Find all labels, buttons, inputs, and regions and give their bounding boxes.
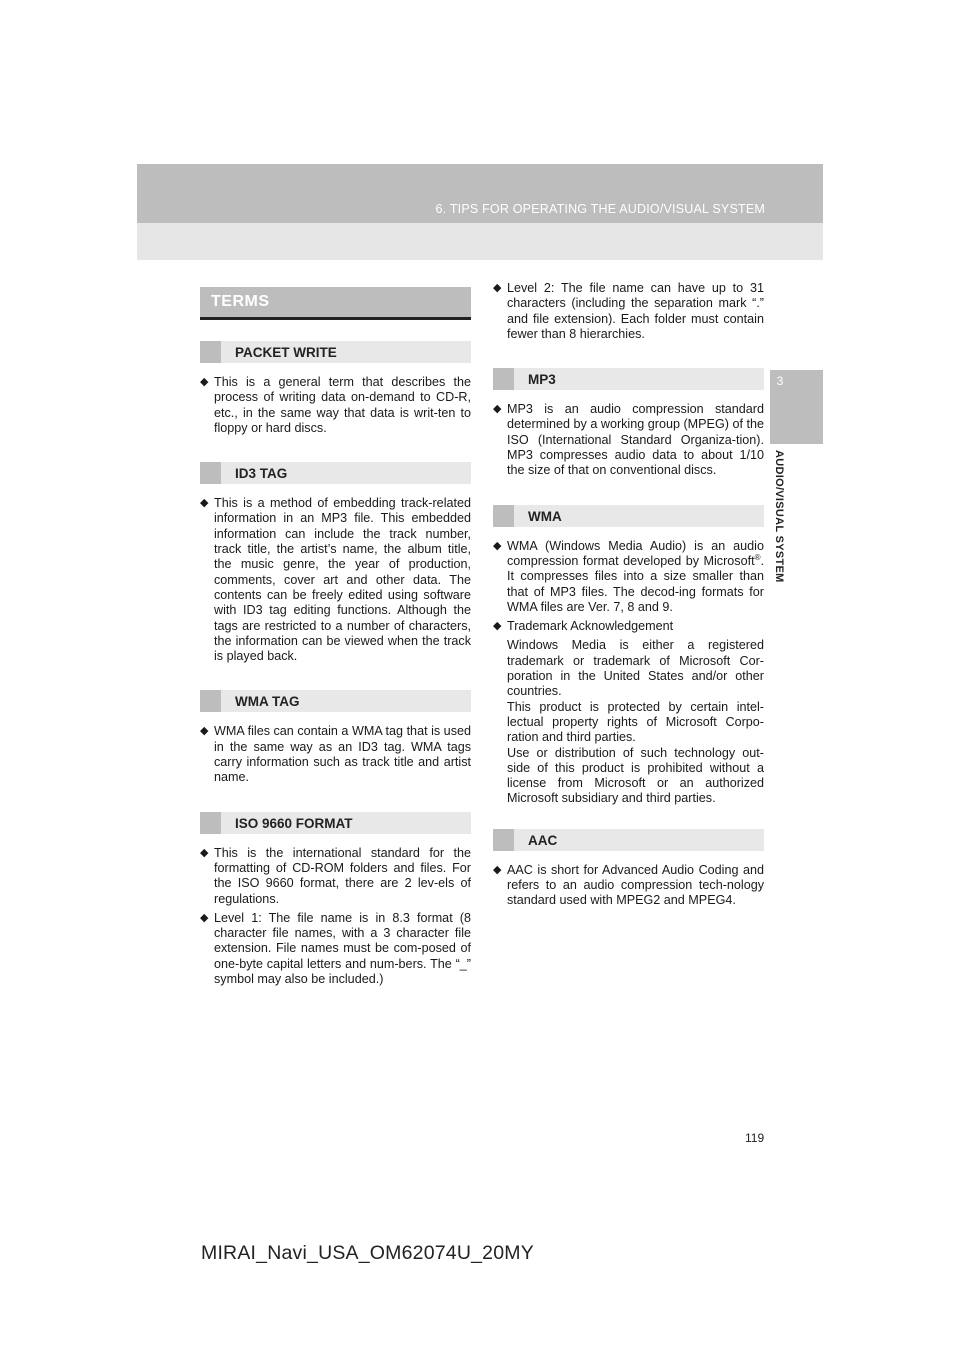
subheading-text: MP3 [528, 372, 556, 388]
bullet-text-part: WMA (Windows Media Audio) is an audio co… [507, 538, 764, 568]
chapter-label-wrap: AUDIO/VISUAL SYSTEM [770, 450, 790, 610]
bullet-text: AAC is short for Advanced Audio Coding a… [493, 863, 764, 909]
bullet-text-part: . It compresses files into a size smalle… [507, 553, 764, 614]
subheading-wma-tag: WMA TAG [200, 690, 471, 713]
bullet-text: Trademark Acknowledgement [493, 619, 764, 635]
subheading-packet-write: PACKET WRITE [200, 341, 471, 363]
left-column: TERMS PACKET WRITE This is a general ter… [200, 287, 471, 991]
subheading-text: AAC [528, 832, 558, 848]
page-number: 119 [745, 1131, 765, 1145]
chapter-tab: 3 [770, 370, 823, 444]
subheading-aac: AAC [493, 828, 764, 851]
subheading-text: WMA TAG [235, 694, 300, 710]
subheading-text: PACKET WRITE [235, 345, 337, 360]
bullet-text: WMA (Windows Media Audio) is an audio co… [493, 539, 764, 615]
subheading-id3-tag: ID3 TAG [200, 462, 471, 485]
bullet-text: WMA files can contain a WMA tag that is … [200, 724, 471, 785]
header-top-bar: 6. TIPS FOR OPERATING THE AUDIO/VISUAL S… [137, 164, 823, 223]
paragraph-text: This product is protected by certain int… [507, 699, 764, 745]
bullet-text: MP3 is an audio compression standard det… [493, 402, 764, 478]
registered-mark: ® [754, 552, 761, 562]
terms-heading: TERMS [200, 287, 471, 320]
subheading-text: ID3 TAG [235, 466, 288, 482]
paragraph-text: Windows Media is either a registered tra… [507, 638, 764, 699]
subheading-iso-9660: ISO 9660 FORMAT [200, 811, 471, 834]
chapter-number: 3 [776, 374, 784, 388]
subheading-text: WMA [528, 508, 562, 524]
bullet-text: This is a general term that describes th… [200, 375, 471, 436]
subheading-text: ISO 9660 FORMAT [235, 815, 353, 831]
right-column: Level 2: The file name can have up to 31… [493, 281, 764, 913]
bullet-text: This is a method of embedding track-rela… [200, 496, 471, 664]
subheading-mp3: MP3 [493, 368, 764, 391]
header-band: 6. TIPS FOR OPERATING THE AUDIO/VISUAL S… [137, 164, 823, 260]
bullet-text: Level 2: The file name can have up to 31… [493, 281, 764, 342]
terms-heading-text: TERMS [211, 293, 270, 310]
subheading-wma: WMA [493, 504, 764, 527]
paragraph-text: Use or distribution of such technology o… [507, 745, 764, 806]
document-footer-id: MIRAI_Navi_USA_OM62074U_20MY [201, 1242, 534, 1264]
chapter-label: AUDIO/VISUAL SYSTEM [773, 450, 785, 583]
section-title: 6. TIPS FOR OPERATING THE AUDIO/VISUAL S… [435, 202, 765, 216]
bullet-text: Level 1: The file name is in 8.3 format … [200, 911, 471, 987]
bullet-text: This is the international standard for t… [200, 846, 471, 907]
